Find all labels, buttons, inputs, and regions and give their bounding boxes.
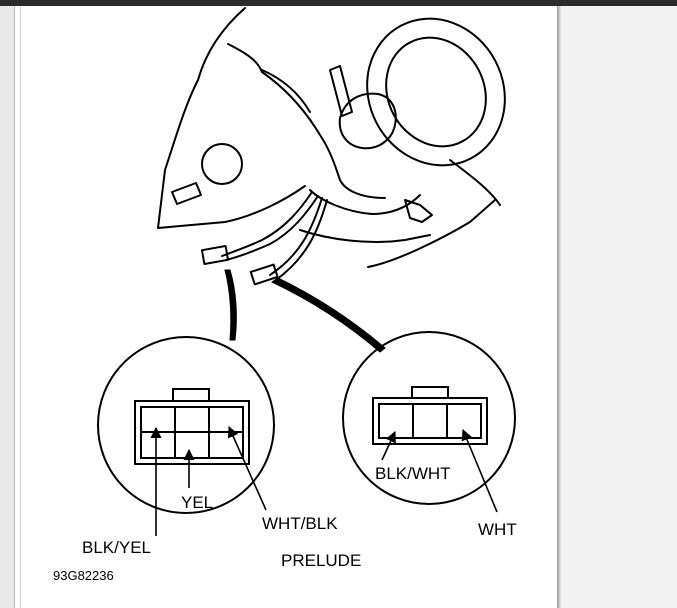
- dash-lower-right: [367, 199, 496, 268]
- steering-wheel-outer: [366, 17, 506, 167]
- label-blk-wht: BLK/WHT: [375, 464, 451, 483]
- callout-pointer-left: [224, 269, 237, 341]
- callout-pointer-right: [270, 277, 386, 353]
- steering-wheel-inner: [385, 36, 487, 148]
- harness-wire-a: [221, 191, 313, 257]
- harness-connector-left: [200, 245, 230, 265]
- right-gutter: [560, 6, 677, 608]
- leader-blk-wht: [381, 430, 396, 461]
- dash-slot: [171, 182, 202, 205]
- leader-wht-blk: [227, 425, 267, 511]
- dash-right-edge: [449, 159, 501, 206]
- dash-knob: [201, 143, 243, 185]
- right-connector-latch: [411, 386, 449, 399]
- column-lower: [299, 229, 431, 243]
- right-connector-inner: [378, 403, 482, 439]
- left-gutter: [0, 6, 14, 608]
- label-yel: YEL: [181, 493, 214, 512]
- harness-wire-d: [275, 199, 328, 281]
- left-connector-latch: [172, 388, 210, 402]
- dash-inner-curve: [261, 69, 311, 113]
- page-shadow: [557, 6, 561, 608]
- window-top-bar: [0, 0, 677, 6]
- harness-wire-b: [225, 195, 319, 261]
- harness-connector-right: [249, 263, 279, 286]
- steering-column: [261, 71, 386, 199]
- harness-wire-c: [269, 197, 323, 276]
- left-edge: [14, 6, 15, 608]
- connector-callout-left: [97, 336, 275, 514]
- dashboard-panel: [157, 7, 306, 229]
- dash-right-trim: [404, 199, 433, 223]
- label-prelude: PRELUDE: [281, 551, 362, 570]
- steering-hub: [338, 92, 397, 150]
- connector-callout-right: [342, 331, 516, 505]
- turn-signal-stalk: [329, 65, 353, 117]
- leader-wht: [461, 428, 498, 513]
- figure-id: 93G82236: [53, 568, 114, 583]
- label-wht-blk: WHT/BLK: [262, 514, 338, 533]
- label-wht: WHT: [478, 520, 517, 539]
- document-page: [20, 6, 560, 608]
- dash-upper-curve: [227, 43, 263, 73]
- label-blk-yel: BLK/YEL: [82, 538, 151, 557]
